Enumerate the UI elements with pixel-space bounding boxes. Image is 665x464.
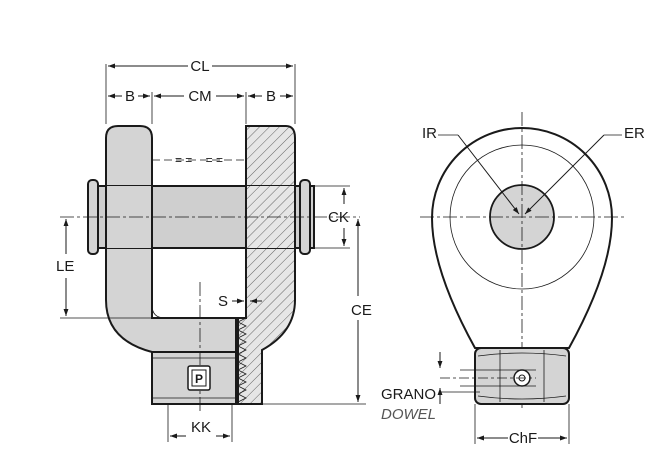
svg-text:P: P xyxy=(195,372,203,386)
grano-label: GRANO xyxy=(381,386,436,403)
cheek-fillet xyxy=(151,304,166,319)
dim-cl-label: CL xyxy=(190,58,209,75)
dim-cm-label: CM xyxy=(188,88,211,105)
dowel-label: DOWEL xyxy=(381,406,436,423)
dim-ck-label: CK xyxy=(328,209,349,226)
dim-er-label: ER xyxy=(624,125,645,142)
dim-le-label: LE xyxy=(56,258,74,275)
dim-s-label: S xyxy=(218,293,228,310)
front-view: GRANO DOWEL IR ER ChF xyxy=(381,112,645,447)
p-logo-icon: P xyxy=(187,365,211,391)
body-right-cheek-section xyxy=(237,125,296,405)
equal-marks: = = = = xyxy=(175,153,223,167)
thread-profile xyxy=(237,317,247,403)
dim-ce-label: CE xyxy=(351,302,372,319)
dim-chf-label: ChF xyxy=(509,430,537,447)
dim-kk-label: KK xyxy=(191,419,211,436)
side-view: P = = = = CL B CM B CK xyxy=(56,58,372,442)
dim-b-right-label: B xyxy=(266,88,276,105)
dim-b-left-label: B xyxy=(125,88,135,105)
dim-ir-label: IR xyxy=(422,125,437,142)
